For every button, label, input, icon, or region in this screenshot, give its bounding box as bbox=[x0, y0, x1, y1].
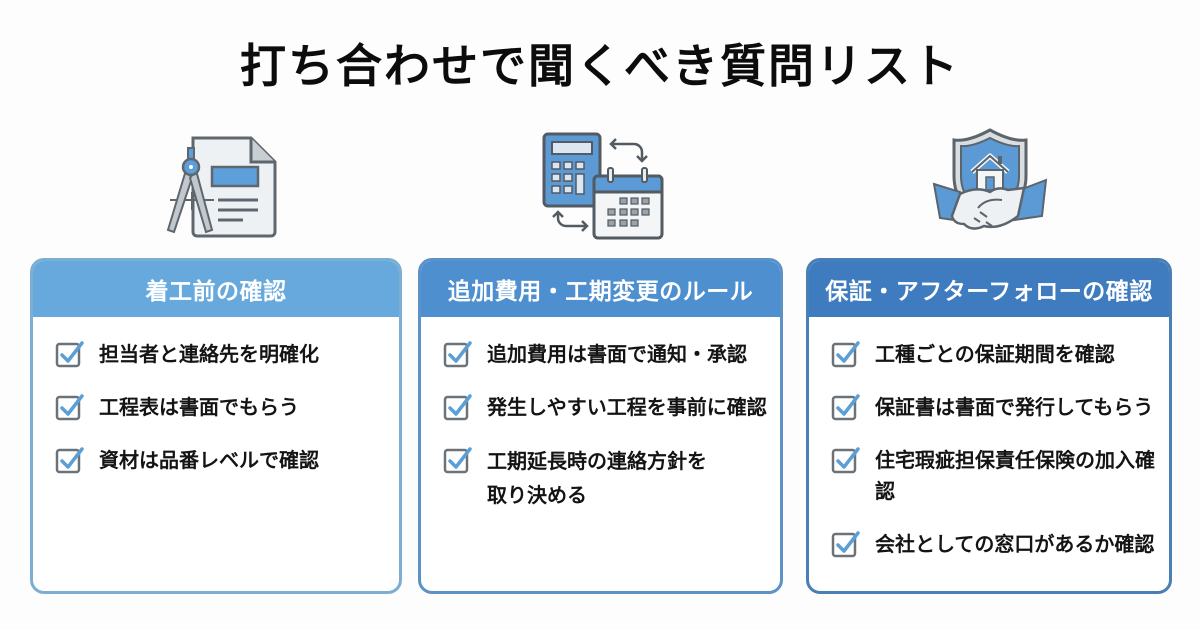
item-text-line: 取り決める bbox=[487, 483, 587, 507]
checklist-item: 担当者と連絡先を明確化 bbox=[55, 339, 399, 370]
card-heading: 追加費用・工期変更のルール bbox=[421, 261, 780, 317]
card-warranty-aftercare: 保証・アフターフォローの確認 工種ごとの保証期間を確認 保証書は書面で発行しても… bbox=[806, 258, 1172, 594]
card-pre-construction: 着工前の確認 担当者と連絡先を明確化 工程表は書面でもらう 資材は品番レベルで確… bbox=[30, 258, 402, 594]
checkbox-checked-icon bbox=[55, 341, 84, 368]
item-text: 保証書は書面で発行してもらう bbox=[875, 395, 1154, 419]
checkbox-checked-icon bbox=[831, 394, 860, 421]
item-text: 工程表は書面でもらう bbox=[99, 395, 299, 419]
item-text: 会社としての窓口があるか確認 bbox=[875, 532, 1155, 556]
item-text: 工種ごとの保証期間を確認 bbox=[875, 342, 1115, 366]
card-heading: 着工前の確認 bbox=[33, 261, 399, 317]
item-text-line: 工期延長時の連絡方針を bbox=[487, 449, 707, 473]
page-title: 打ち合わせで聞くべき質問リスト bbox=[240, 39, 960, 93]
checkbox-checked-icon bbox=[443, 394, 472, 421]
checkbox-checked-icon bbox=[831, 447, 860, 474]
checkbox-checked-icon bbox=[443, 341, 472, 368]
card-heading: 保証・アフターフォローの確認 bbox=[809, 261, 1169, 317]
checklist-item: 工種ごとの保証期間を確認 bbox=[831, 339, 1169, 370]
blueprint-compass-icon bbox=[148, 122, 288, 247]
checklist-item: 工程表は書面でもらう bbox=[55, 392, 399, 423]
checklist-item: 資材は品番レベルで確認 bbox=[55, 445, 399, 476]
item-text: 工期延長時の連絡方針を 取り決める bbox=[487, 444, 707, 512]
checklist-item: 会社としての窓口があるか確認 bbox=[831, 529, 1169, 560]
item-text: 発生しやすい工程を事前に確認 bbox=[487, 395, 767, 419]
checkbox-checked-icon bbox=[831, 531, 860, 558]
checkbox-checked-icon bbox=[831, 341, 860, 368]
checklist-item: 追加費用は書面で通知・承認 bbox=[443, 339, 780, 370]
checkbox-checked-icon bbox=[55, 394, 84, 421]
checklist-item: 工期延長時の連絡方針を 取り決める bbox=[443, 445, 780, 512]
checklist-item: 発生しやすい工程を事前に確認 bbox=[443, 392, 780, 423]
checkbox-checked-icon bbox=[55, 447, 84, 474]
card-extra-cost-rules: 追加費用・工期変更のルール 追加費用は書面で通知・承認 発生しやすい工程を事前に… bbox=[418, 258, 783, 594]
item-text: 担当者と連絡先を明確化 bbox=[99, 342, 319, 366]
checkbox-checked-icon bbox=[443, 447, 472, 474]
checklist-item: 保証書は書面で発行してもらう bbox=[831, 392, 1169, 423]
checklist-item: 住宅瑕疵担保責任保険の加入確認 bbox=[831, 445, 1169, 507]
item-text: 住宅瑕疵担保責任保険の加入確認 bbox=[875, 448, 1155, 503]
item-text: 追加費用は書面で通知・承認 bbox=[487, 342, 747, 366]
calculator-calendar-icon bbox=[532, 122, 672, 247]
item-text: 資材は品番レベルで確認 bbox=[99, 448, 319, 472]
shield-handshake-icon bbox=[920, 122, 1060, 247]
